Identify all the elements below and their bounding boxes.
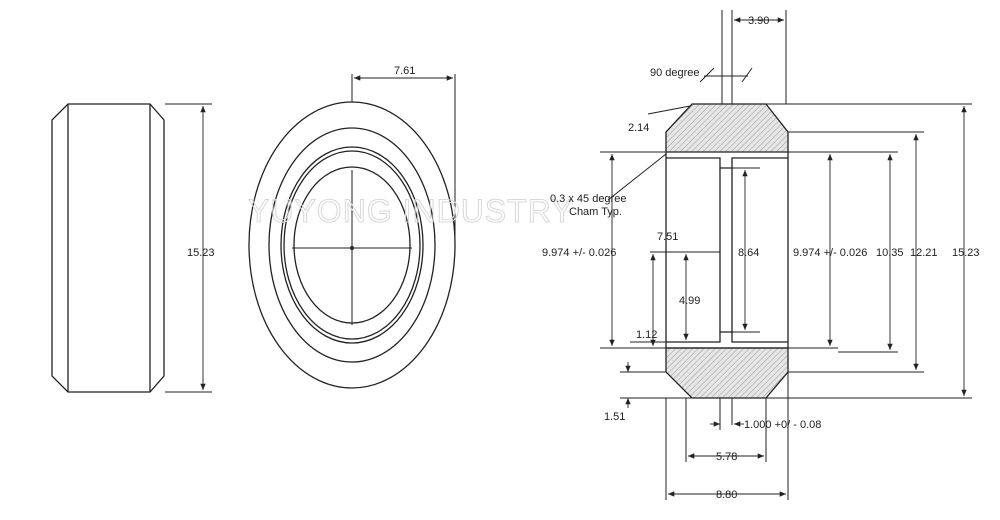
- bottom-step-label: 1.51: [604, 411, 625, 423]
- overall-width-label: 8.80: [716, 489, 737, 501]
- section-view: 3.90 90 degree 2.14 0.3 x 45 degree Cham…: [542, 10, 980, 501]
- dia-1035-label: 10.35: [876, 247, 904, 259]
- top-width-label: 3.90: [748, 15, 769, 27]
- dia-1221-label: 12.21: [910, 247, 938, 259]
- top-hatch: [665, 103, 789, 153]
- inner-dia-label: 8.64: [738, 247, 759, 259]
- overall-dia-label: 15.23: [952, 247, 980, 259]
- watermark-text: YUYONG INDUSTRY: [248, 193, 574, 229]
- bottom-hatch: [665, 347, 789, 399]
- cham-note-line2: Cham Typ.: [569, 206, 622, 218]
- depth-left-label: 7.51: [657, 231, 678, 243]
- side-height-label: 15.23: [187, 247, 215, 259]
- right-bore-label: 9.974 +/- 0.026: [793, 247, 867, 259]
- chamfer-label: 2.14: [628, 122, 649, 134]
- side-view: 15.23: [51, 103, 215, 393]
- cham-note-line1: 0.3 x 45 degree: [550, 193, 626, 205]
- slot-width-label: 1.000 +0/ - 0.08: [744, 419, 821, 431]
- angle-note: 90 degree: [650, 67, 700, 79]
- front-offset-label: 7.61: [394, 65, 415, 77]
- lip-label: 1.12: [636, 329, 657, 341]
- left-bore-label: 9.974 +/- 0.026: [542, 247, 616, 259]
- front-view: 7.61: [248, 65, 456, 389]
- width-578-label: 5.78: [716, 451, 737, 463]
- step-dia-label: 4.99: [679, 295, 700, 307]
